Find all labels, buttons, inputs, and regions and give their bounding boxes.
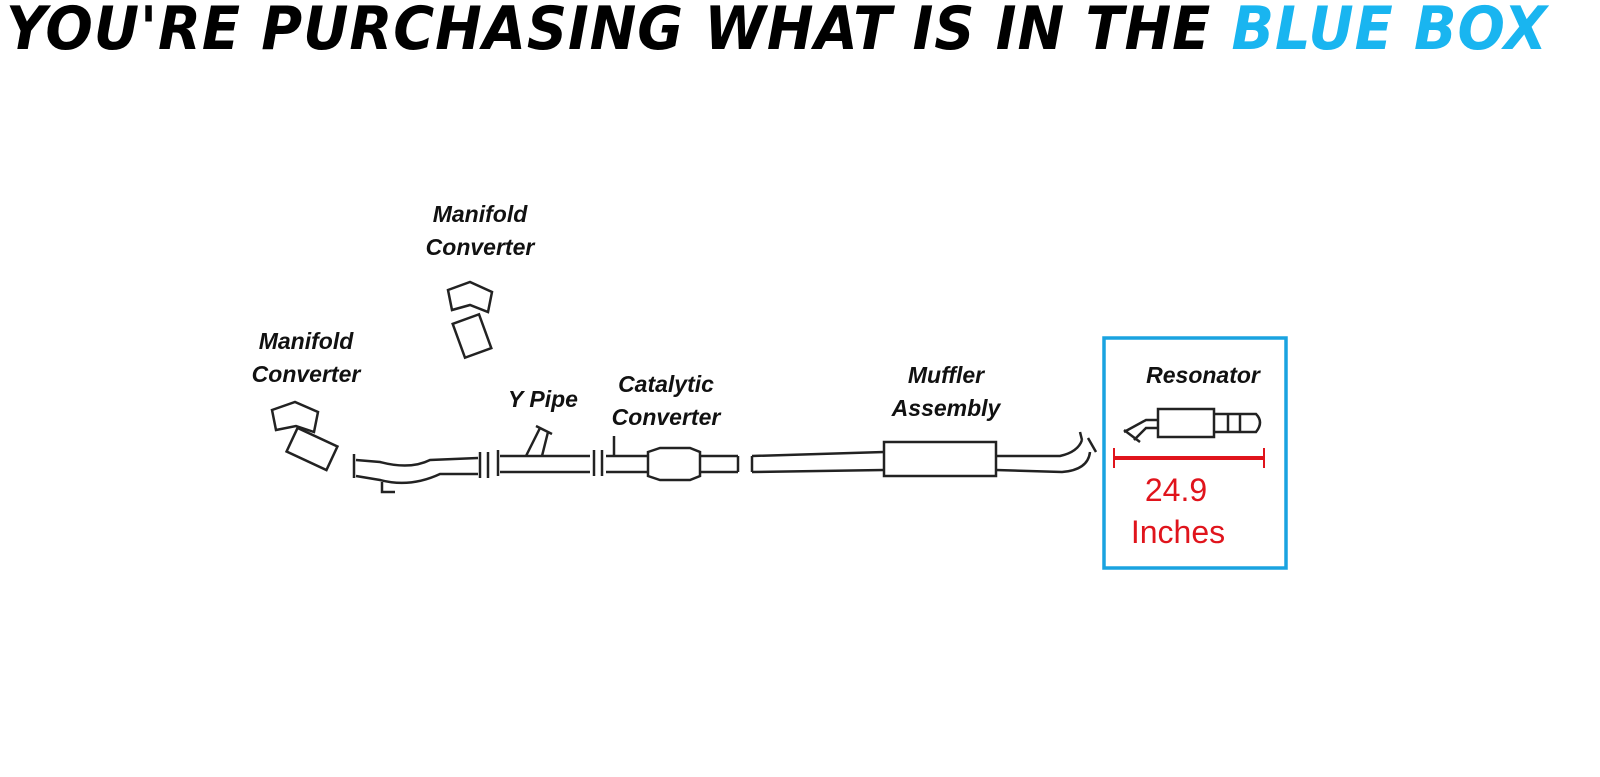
resonator-shape: [1123, 407, 1262, 443]
catalytic-converter-shape: [606, 436, 740, 482]
manifold-converter-upper-shape: [446, 280, 494, 360]
measurement-unit: Inches: [1130, 514, 1226, 550]
muffler-assembly-shape: [750, 431, 1098, 478]
label-resonator: Resonator: [1146, 362, 1260, 388]
y-pipe-shape: [500, 424, 590, 474]
measurement-value: 24.9: [1144, 472, 1208, 508]
measurement-line: [1113, 448, 1265, 468]
manifold-converter-lower-shape: [270, 400, 340, 472]
label-y-pipe: Y Pipe: [508, 386, 578, 412]
front-pipe-shape: [355, 456, 479, 485]
page-title: YOU'RE PURCHASING WHAT IS IN THE BLUE BO…: [6, 0, 1548, 64]
selected-part-box: [1102, 336, 1288, 570]
